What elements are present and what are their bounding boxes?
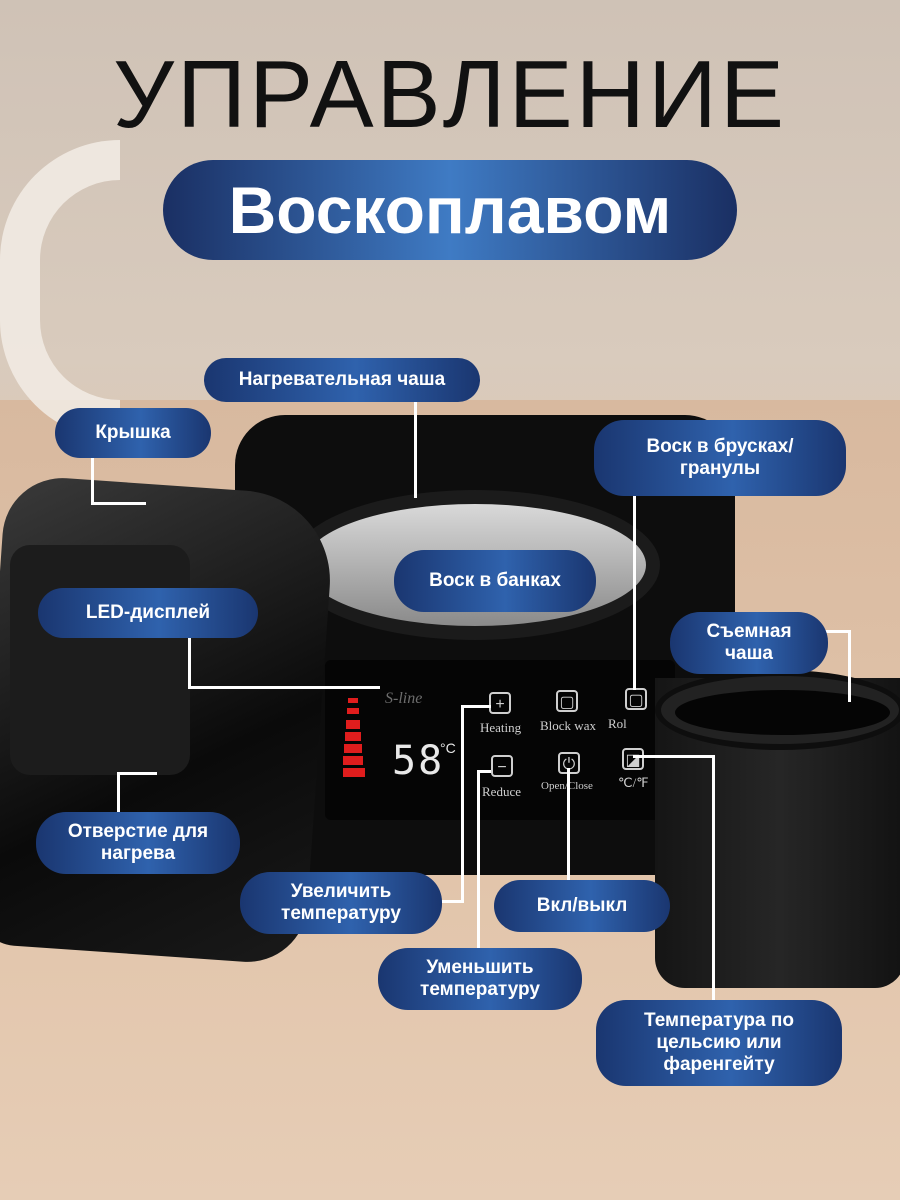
connector-line [712, 755, 715, 1003]
connector-line [91, 502, 146, 505]
block-wax-button[interactable]: ▢ [556, 690, 578, 712]
label-wax-jars: Воск в банках [394, 550, 596, 612]
brand-logo: S-line [385, 690, 423, 707]
heating-label: Heating [480, 720, 522, 735]
page-title: УПРАВЛЕНИЕ [113, 41, 787, 148]
control-panel [325, 660, 675, 820]
heating-button[interactable]: + [489, 692, 511, 714]
led-level-bar [347, 708, 359, 714]
label-removable-bowl: Съемная чаша [670, 612, 828, 674]
connector-line [825, 630, 850, 633]
connector-line [117, 772, 120, 814]
label-heating-bowl: Нагревательная чаша [204, 358, 480, 402]
roll-button[interactable]: ▢ [625, 688, 647, 710]
reduce-button[interactable]: − [491, 755, 513, 777]
connector-line [188, 632, 191, 687]
connector-line [477, 770, 491, 773]
label-lid: Крышка [55, 408, 211, 458]
unit-toggle-label: ℃/℉ [618, 775, 649, 790]
connector-line [461, 705, 491, 708]
connector-line [477, 770, 480, 950]
label-increase-temp: Увеличить температуру [240, 872, 442, 934]
label-wax-bars: Воск в брусках/ гранулы [594, 420, 846, 496]
led-level-bar [345, 732, 361, 741]
connector-line [461, 705, 464, 903]
connector-line [567, 768, 570, 880]
connector-line [188, 686, 380, 689]
block-wax-label: Block wax [540, 718, 596, 733]
connector-line [414, 398, 417, 498]
connector-line [91, 452, 94, 504]
led-level-bar [346, 720, 360, 729]
label-heating-hole: Отверстие для нагрева [36, 812, 240, 874]
temperature-readout: 58 [392, 738, 445, 784]
roll-label: Rol [608, 716, 627, 731]
label-power: Вкл/выкл [494, 880, 670, 932]
subtitle-badge: Воскоплавом [163, 160, 737, 260]
led-level-bar [343, 768, 365, 777]
led-level-bar [343, 756, 363, 765]
subtitle-text: Воскоплавом [228, 173, 672, 247]
label-led-display: LED-дисплей [38, 588, 258, 638]
connector-line [633, 490, 636, 690]
connector-line [848, 630, 851, 702]
label-decrease-temp: Уменьшить температуру [378, 948, 582, 1010]
open-close-label: Open/Close [541, 780, 593, 792]
connector-line [117, 772, 157, 775]
connector-line [441, 900, 463, 903]
led-level-bar [344, 744, 362, 753]
lid-handle [10, 545, 190, 775]
led-level-bar [348, 698, 358, 703]
label-temp-unit: Температура по цельсию или фаренгейту [596, 1000, 842, 1086]
reduce-label: Reduce [482, 784, 521, 799]
unit-toggle-button[interactable]: ◪ [622, 748, 644, 770]
removable-bowl-inner [675, 690, 890, 735]
temperature-unit: °C [440, 740, 456, 756]
connector-line [633, 755, 713, 758]
